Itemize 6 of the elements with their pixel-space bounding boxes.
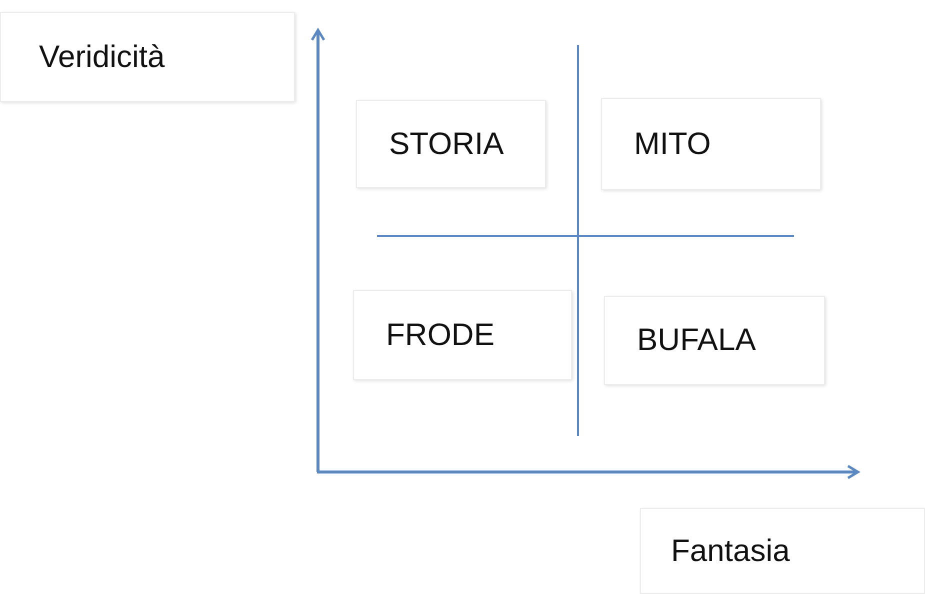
quadrant-label: Veridicità (39, 38, 165, 76)
quadrant-label: MITO (634, 124, 711, 163)
quadrant-label: FRODE (386, 316, 494, 354)
quadrant-label: BUFALA (637, 321, 756, 360)
quadrant-label: Fantasia (671, 532, 790, 570)
quadrant-label: STORIA (389, 124, 504, 163)
